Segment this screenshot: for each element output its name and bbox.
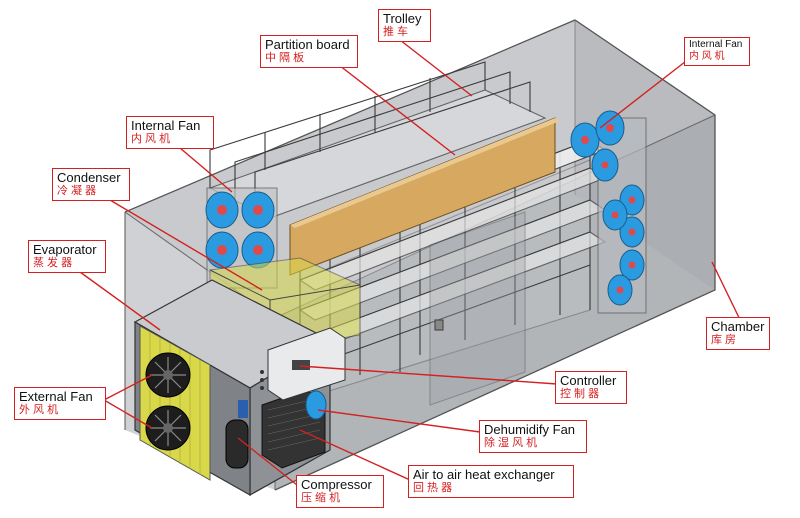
external-fans	[145, 352, 191, 451]
label-external-fan: External Fan 外 风 机	[14, 387, 106, 420]
label-internal-fan-right: Internal Fan 内 风 机	[684, 37, 750, 66]
label-evaporator-zh: 蒸 发 器	[33, 257, 73, 269]
label-evaporator: Evaporator 蒸 发 器	[28, 240, 106, 273]
label-condenser: Condenser 冷 凝 器	[52, 168, 130, 201]
label-internal-fan-right-en: Internal Fan	[689, 39, 743, 50]
label-partition-board-en: Partition board	[265, 37, 350, 52]
label-internal-fan-left-en: Internal Fan	[131, 118, 201, 133]
label-chamber-en: Chamber	[711, 319, 765, 334]
label-condenser-en: Condenser	[57, 170, 121, 185]
label-trolley: Trolley 推 车	[378, 9, 431, 42]
label-trolley-en: Trolley	[383, 11, 422, 26]
label-controller-zh: 控 制 器	[560, 388, 600, 400]
label-trolley-zh: 推 车	[383, 26, 409, 38]
partition-board	[289, 117, 560, 276]
label-heat-exchanger-en: Air to air heat exchanger	[413, 467, 555, 482]
label-dehumidify-fan-en: Dehumidify Fan	[484, 422, 576, 437]
label-internal-fan-left: Internal Fan 内 风 机	[126, 116, 214, 149]
label-partition-board: Partition board 中 隔 板	[260, 35, 358, 68]
leader-lines	[79, 39, 746, 486]
label-chamber: Chamber 库 房	[706, 317, 770, 350]
heat-pump-unit	[133, 279, 346, 497]
label-controller-en: Controller	[560, 373, 617, 388]
controller-box	[260, 327, 346, 401]
label-evaporator-en: Evaporator	[33, 242, 97, 257]
label-dehumidify-fan-zh: 除 湿 风 机	[484, 437, 538, 449]
label-controller: Controller 控 制 器	[555, 371, 627, 404]
label-external-fan-en: External Fan	[19, 389, 93, 404]
label-chamber-zh: 库 房	[711, 334, 737, 346]
back-rack-row	[208, 61, 547, 219]
label-partition-board-zh: 中 隔 板	[265, 52, 305, 64]
label-compressor: Compressor 压 缩 机	[296, 475, 384, 508]
label-external-fan-zh: 外 风 机	[19, 404, 59, 416]
label-heat-exchanger: Air to air heat exchanger 回 热 器	[408, 465, 574, 498]
chamber-door	[429, 211, 526, 406]
label-compressor-zh: 压 缩 机	[301, 492, 341, 504]
label-compressor-en: Compressor	[301, 477, 372, 492]
label-dehumidify-fan: Dehumidify Fan 除 湿 风 机	[479, 420, 587, 453]
label-condenser-zh: 冷 凝 器	[57, 185, 97, 197]
label-heat-exchanger-zh: 回 热 器	[413, 482, 453, 494]
label-internal-fan-left-zh: 内 风 机	[131, 133, 171, 145]
right-internal-fans	[570, 110, 647, 314]
label-internal-fan-right-zh: 内 风 机	[689, 51, 725, 62]
